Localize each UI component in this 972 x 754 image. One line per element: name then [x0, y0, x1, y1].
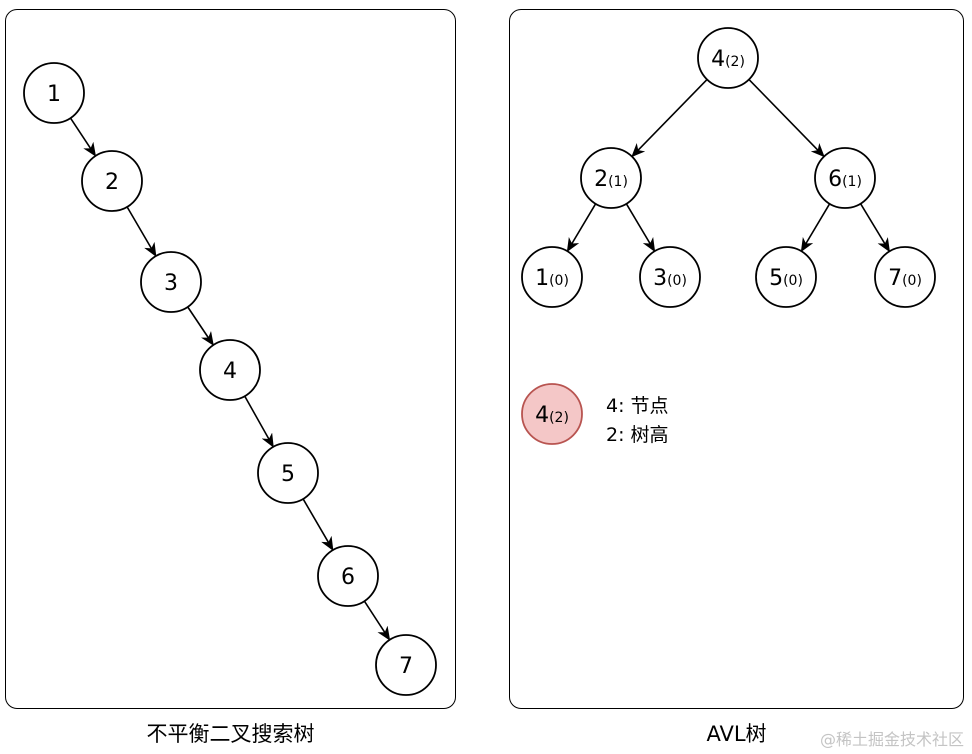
avl-node-7-key: 7 — [888, 266, 902, 291]
bst-node-2: 2 — [81, 150, 143, 212]
legend-sample-node-legend-label: 4(2) — [535, 403, 569, 428]
bst-node-7-key: 7 — [399, 654, 413, 679]
bst-node-2-circle — [81, 150, 143, 212]
bst-node-6: 6 — [317, 545, 379, 607]
avl-node-1: 1(0) — [521, 246, 583, 308]
bst-node-4-key: 4 — [223, 359, 237, 384]
bst-node-2-label: 2 — [105, 170, 119, 195]
avl-edge-4-to-2 — [631, 77, 710, 158]
avl-node-2-circle — [580, 147, 642, 209]
avl-node-5-label: 5(0) — [769, 266, 803, 291]
avl-node-4: 4(2) — [697, 27, 759, 89]
legend-sample-node-legend-height: (2) — [549, 410, 569, 426]
avl-node-3-key: 3 — [653, 266, 667, 291]
legend-sample-node-legend-circle — [521, 383, 583, 445]
bst-node-1-circle — [23, 62, 85, 124]
legend-node-explanation: 4: 节点 — [606, 395, 669, 417]
bst-node-3-label: 3 — [164, 271, 178, 296]
bst-node-4-circle — [199, 339, 261, 401]
avl-node-7-label: 7(0) — [888, 266, 922, 291]
bst-edge-3-to-4 — [185, 304, 214, 346]
legend-height-explanation: 2: 树高 — [606, 424, 669, 446]
avl-node-4-circle — [697, 27, 759, 89]
bst-edge-6-to-7 — [362, 599, 391, 641]
bst-node-7-label: 7 — [399, 654, 413, 679]
bst-node-3-circle — [140, 251, 202, 313]
bst-node-6-label: 6 — [341, 565, 355, 590]
avl-edge-4-to-6 — [746, 77, 825, 158]
bst-node-2-key: 2 — [105, 170, 119, 195]
avl-node-4-label: 4(2) — [711, 47, 745, 72]
legend-sample-node-legend: 4(2) — [521, 383, 583, 445]
avl-edge-2-to-3 — [624, 201, 656, 253]
avl-node-2-height: (1) — [608, 174, 628, 190]
avl-node-5-circle — [755, 246, 817, 308]
avl-node-7: 7(0) — [874, 246, 936, 308]
bst-node-3: 3 — [140, 251, 202, 313]
avl-node-1-key: 1 — [535, 266, 549, 291]
avl-node-1-circle — [521, 246, 583, 308]
watermark: @稀土掘金技术社区 — [819, 730, 964, 749]
bst-node-1: 1 — [23, 62, 85, 124]
bst-node-7: 7 — [375, 634, 437, 696]
avl-node-2-label: 2(1) — [594, 167, 628, 192]
avl-node-5: 5(0) — [755, 246, 817, 308]
bst-node-5-label: 5 — [281, 462, 295, 487]
bst-node-1-label: 1 — [47, 82, 61, 107]
avl-node-3-label: 3(0) — [653, 266, 687, 291]
avl-node-6-circle — [814, 147, 876, 209]
avl-node-6-height: (1) — [842, 174, 862, 190]
avl-node-1-label: 1(0) — [535, 266, 569, 291]
avl-node-5-key: 5 — [769, 266, 783, 291]
bst-node-4-label: 4 — [223, 359, 237, 384]
avl-node-4-key: 4 — [711, 47, 725, 72]
avl-node-6: 6(1) — [814, 147, 876, 209]
avl-node-3: 3(0) — [639, 246, 701, 308]
avl-node-7-circle — [874, 246, 936, 308]
avl-node-6-key: 6 — [828, 167, 842, 192]
bst-node-7-circle — [375, 634, 437, 696]
bst-node-5-key: 5 — [281, 462, 295, 487]
bst-node-4: 4 — [199, 339, 261, 401]
bst-edge-1-to-2 — [68, 115, 97, 157]
avl-node-1-height: (0) — [549, 273, 569, 289]
bst-node-6-circle — [317, 545, 379, 607]
bst-node-5: 5 — [257, 442, 319, 504]
avl-tree-caption: AVL树 — [706, 722, 767, 746]
avl-node-3-height: (0) — [667, 273, 687, 289]
bst-node-3-key: 3 — [164, 271, 178, 296]
avl-tree-panel — [509, 9, 964, 709]
avl-node-2-key: 2 — [594, 167, 608, 192]
legend-sample-node-legend-key: 4 — [535, 403, 549, 428]
avl-node-6-label: 6(1) — [828, 167, 862, 192]
avl-edge-2-to-1 — [566, 201, 598, 253]
avl-node-3-circle — [639, 246, 701, 308]
bst-edge-4-to-5 — [243, 394, 274, 448]
avl-edge-6-to-7 — [858, 201, 890, 253]
unbalanced-bst-caption: 不平衡二叉搜索树 — [146, 722, 315, 746]
bst-node-5-circle — [257, 442, 319, 504]
avl-edge-6-to-5 — [800, 201, 832, 253]
bst-edge-2-to-3 — [125, 204, 157, 257]
avl-node-7-height: (0) — [902, 273, 922, 289]
avl-node-5-height: (0) — [783, 273, 803, 289]
avl-node-4-height: (2) — [725, 54, 745, 70]
bst-node-6-key: 6 — [341, 565, 355, 590]
avl-node-2: 2(1) — [580, 147, 642, 209]
bst-node-1-key: 1 — [47, 82, 61, 107]
bst-edge-5-to-6 — [301, 496, 334, 551]
